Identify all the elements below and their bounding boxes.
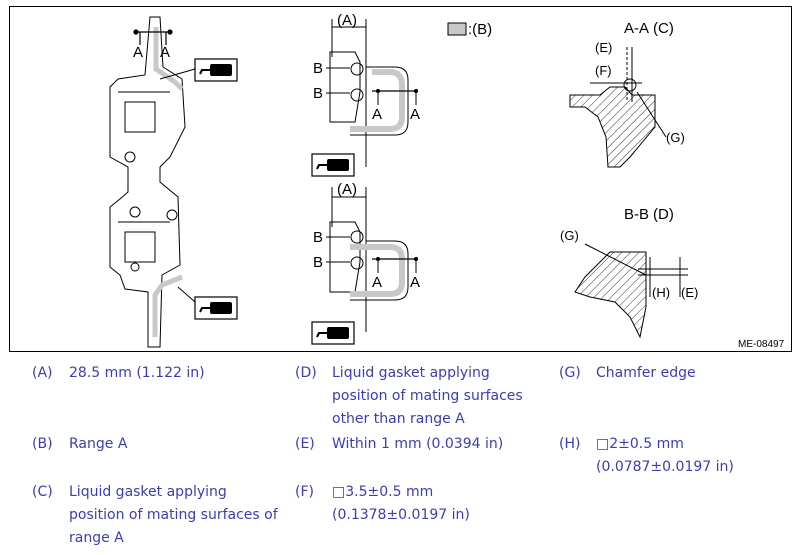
detail-range-a-bottom: (A) A A B B: [311, 181, 420, 345]
cut-label-b: B: [313, 85, 323, 102]
gasket-part-outline: [109, 16, 186, 348]
gasket-applicator-icon: [194, 296, 238, 320]
gasket-applicator-icon: [311, 321, 355, 345]
gasket-swatch: [447, 22, 467, 36]
label-h: (H): [652, 285, 670, 300]
gasket-bead-upper: [153, 27, 184, 91]
gasket-bead-lower: [152, 274, 183, 337]
cut-label-a: A: [410, 106, 420, 123]
gasket-applicator-icon: [311, 153, 355, 177]
figure-code: ME-08497: [738, 339, 785, 350]
legend: (A) 28.5 mm (1.122 in) (B) Range A (C) L…: [32, 365, 734, 546]
cut-label-b: B: [313, 254, 323, 271]
section-bb-title: B-B: [624, 206, 649, 223]
section-aa-key: (C): [653, 20, 674, 37]
cut-label-b: B: [313, 60, 323, 77]
technical-diagram: A A (A) A A B B: [9, 6, 792, 352]
label-g: (G): [666, 130, 685, 145]
cut-label-a: A: [410, 274, 420, 291]
label-e: (E): [595, 40, 612, 55]
cut-label-a: A: [372, 274, 382, 291]
label-e: (E): [681, 285, 698, 300]
cut-label-a-right: A: [160, 44, 170, 61]
cut-label-a: A: [372, 106, 382, 123]
section-bb-key: (D): [653, 206, 674, 223]
section-aa-title: A-A: [624, 20, 649, 37]
gasket-applicator-icon: [194, 58, 238, 82]
section-cut-aa-top: [133, 29, 173, 45]
cut-label-a-left: A: [133, 44, 143, 61]
dim-label-a: (A): [337, 181, 357, 198]
swatch-caption: :(B): [468, 21, 492, 38]
label-f: (F): [595, 63, 612, 78]
detail-range-a-top: (A) A A B B: [311, 12, 420, 177]
section-bb: B-B (D) (G) (H) (E): [560, 206, 698, 339]
label-g: (G): [560, 228, 579, 243]
dim-label-a: (A): [337, 12, 357, 29]
cut-label-b: B: [313, 229, 323, 246]
section-aa: A-A (C) (E) (F) (G): [569, 20, 685, 168]
